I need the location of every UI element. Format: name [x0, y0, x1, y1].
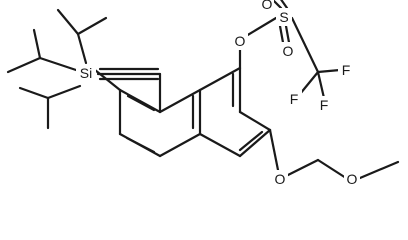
bond-iprA-me1 — [56, 8, 80, 36]
bond-iprC-me1 — [18, 86, 50, 100]
bond-ch2-o — [316, 158, 348, 180]
o-sulfonyl-bottom-atom-label: O — [283, 43, 294, 59]
bond-cf3-f-bottom-left — [298, 70, 320, 96]
o-triflate-atom-label: O — [235, 33, 246, 49]
f-bottom-left-atom-label: F — [290, 91, 299, 107]
bond-s-o-double-a — [271, 0, 283, 10]
bond-double-inner-5 — [238, 130, 264, 152]
bond-si-iprC — [46, 84, 82, 100]
bond-cf3-f-bottom-right — [316, 70, 326, 100]
bond-iprB-me1 — [6, 56, 42, 74]
bond-s-cf3 — [290, 16, 320, 74]
bond-iprB-me2 — [32, 28, 42, 60]
bond-ring-c7-c8 — [118, 88, 162, 114]
triisopropylsilyl-group — [6, 8, 108, 130]
bond-ring-c3-c4 — [238, 128, 272, 158]
bond-o-s — [244, 16, 278, 38]
o-mom-ring-atom-label: O — [275, 171, 286, 187]
bond-ring-c4a-c5 — [158, 132, 202, 158]
bond-ring-c8-c8a — [158, 88, 202, 114]
f-right-atom-label: F — [342, 62, 351, 78]
bond-o-me — [358, 160, 400, 180]
alkyne-linker — [96, 67, 162, 114]
f-bottom-right-atom-label: F — [320, 97, 329, 113]
o-sulfonyl-top-atom-label: O — [262, 0, 273, 12]
si-atom-label: Si — [80, 65, 92, 81]
atom-labels: Si O S O O F F F O O — [76, 0, 360, 188]
bond-si-iprB — [38, 56, 78, 72]
molecule-drawing: Si O S O O F F F O O — [6, 0, 400, 188]
bond-c3-o — [268, 128, 280, 172]
naphthalene-core — [118, 66, 272, 158]
bond-double-inner-1 — [126, 94, 156, 112]
bond-ring-c8a-c1 — [198, 66, 242, 92]
structure-canvas: Si O S O O F F F O O — [6, 0, 400, 188]
bond-ring-c2-c3 — [238, 110, 272, 132]
bond-o-ch2 — [284, 158, 320, 178]
bond-iprA-me2 — [76, 16, 108, 36]
bond-si-iprA — [76, 32, 88, 65]
bond-double-inner-2 — [125, 136, 156, 154]
s-atom-label: S — [279, 9, 288, 25]
triflate-group — [238, 0, 342, 100]
bond-ring-c4-c4a — [198, 132, 242, 158]
bond-s-o-double-b — [280, 0, 289, 10]
o-mom-chain-atom-label: O — [347, 171, 358, 187]
mom-ether-group — [268, 128, 400, 180]
bond-cf3-f-right — [316, 68, 342, 74]
